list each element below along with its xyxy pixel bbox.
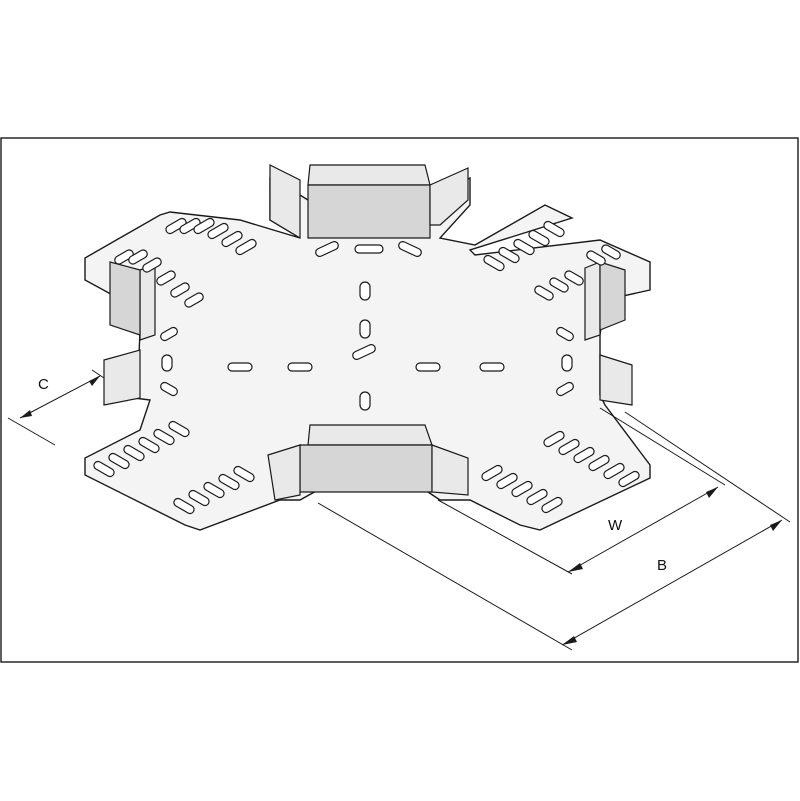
arm-slots-bottom-left [93, 420, 255, 515]
top-flange [269, 164, 469, 240]
dimension-b: B [317, 411, 791, 651]
dimension-c-label: C [38, 376, 49, 393]
dimension-b-label: B [657, 557, 667, 574]
arm-slots-top-left [114, 217, 257, 308]
dimension-c: C [7, 369, 105, 446]
dimension-w: W [437, 407, 726, 575]
arm-slots-top-right [483, 220, 621, 301]
dimension-w-label: W [608, 517, 623, 534]
center-slots [160, 241, 574, 411]
drawing-frame [0, 137, 799, 663]
left-post [103, 261, 156, 406]
bottom-flange [267, 424, 469, 501]
right-post [584, 261, 633, 406]
arm-slots-bottom-right [481, 430, 640, 514]
